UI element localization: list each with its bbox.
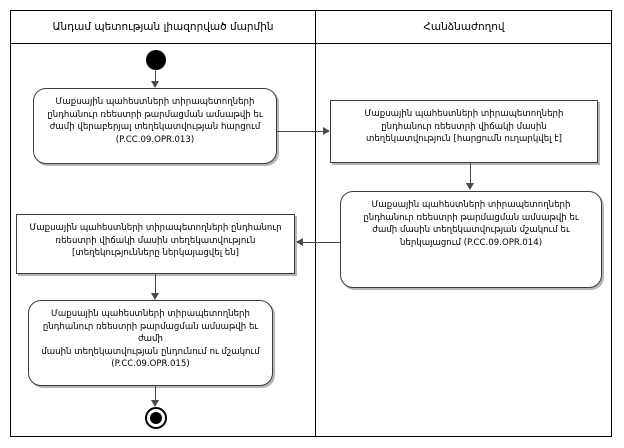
flow-prepare-to-status-info-line bbox=[303, 242, 340, 243]
activity-receive-label: Մաքսային պահեստների տիրապետողների ընդհան… bbox=[41, 309, 260, 370]
flow-prepare-exit-stub bbox=[340, 242, 341, 243]
lane-vertical-divider bbox=[315, 11, 316, 436]
activity-status-reply-label: Մաքսային պահեստների տիրապետողների ընդհան… bbox=[364, 109, 564, 145]
flow-receive-to-final-line bbox=[155, 386, 156, 400]
flow-initial-to-request-line bbox=[155, 70, 156, 82]
lane-header-divider bbox=[11, 43, 612, 44]
flow-status-info-to-receive-arrow bbox=[151, 293, 159, 300]
flow-request-to-status-reply-line bbox=[277, 131, 323, 132]
object-status-info-label: Մաքսային պահեստների տիրապետողների ընդհան… bbox=[29, 223, 282, 259]
activity-prepare-label: Մաքսային պահեստների տիրապետողների ընդհան… bbox=[363, 200, 579, 248]
flow-status-reply-to-prepare-line bbox=[470, 163, 471, 183]
flow-status-info-to-receive-line bbox=[155, 274, 156, 293]
flow-prepare-to-status-info-arrow bbox=[296, 238, 303, 246]
flow-status-reply-to-prepare-arrow bbox=[466, 183, 474, 190]
activity-registry-status-info[interactable]: Մաքսային պահեստների տիրապետողների ընդհան… bbox=[330, 100, 598, 163]
final-node bbox=[145, 407, 167, 429]
flow-request-to-status-reply-arrow bbox=[323, 127, 330, 135]
activity-receive-and-process-info[interactable]: Մաքսային պահեստների տիրապետողների ընդհան… bbox=[28, 300, 273, 386]
activity-process-and-submit-info[interactable]: Մաքսային պահեստների տիրապետողների ընդհան… bbox=[340, 191, 602, 288]
lane-title-member-state: Անդամ պետության լիազորված մարմին bbox=[52, 21, 274, 33]
initial-node bbox=[146, 50, 166, 70]
activity-request-update-info[interactable]: Մաքսային պահեստների տիրապետողների ընդհան… bbox=[33, 88, 277, 164]
lane-title-commission: Հանձնաժողով bbox=[423, 21, 505, 33]
flow-receive-to-final-arrow bbox=[151, 400, 159, 407]
activity-request-label: Մաքսային պահեստների տիրապետողների ընդհան… bbox=[47, 97, 263, 145]
object-registry-status-information[interactable]: Մաքսային պահեստների տիրապետողների ընդհան… bbox=[16, 214, 295, 274]
flow-initial-to-request-arrow bbox=[151, 81, 159, 88]
